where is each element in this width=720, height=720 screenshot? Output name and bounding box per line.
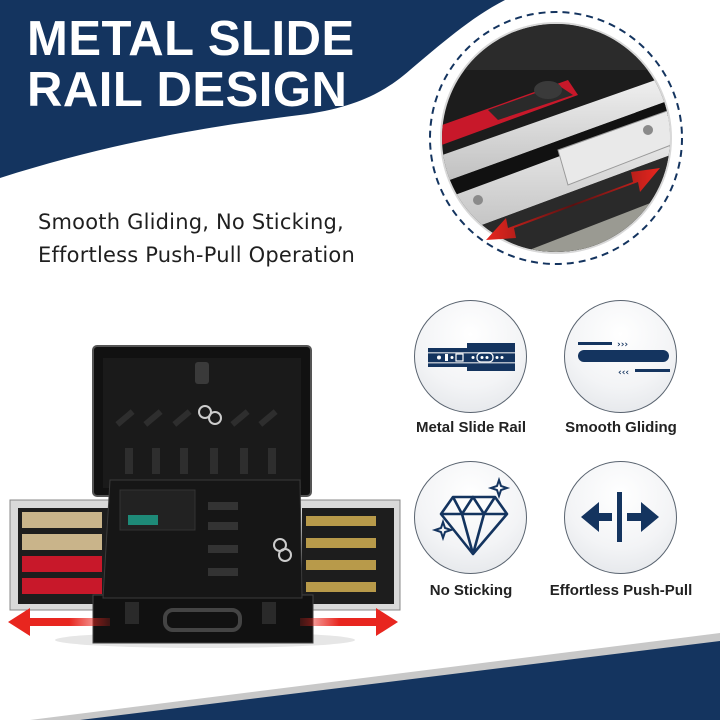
header-wave [0,0,505,178]
subtitle: Smooth Gliding, No Sticking, Effortless … [38,206,355,272]
svg-text:›››: ››› [617,340,628,350]
page-title-line1: METAL SLIDE [27,12,355,66]
svg-text:‹‹‹: ‹‹‹ [618,368,629,378]
double-arrow-icon [8,608,398,636]
inset-dashed-ring [429,11,683,265]
gliding-lines-icon: ››› ‹‹‹ [578,340,670,378]
double-arrow-icon [486,168,660,240]
feature-label: No Sticking [429,582,513,599]
feature-effortless-push-pull [564,461,677,574]
feature-label: Effortless Push-Pull [549,582,693,599]
tool-case-image [8,345,401,648]
push-pull-icon [581,492,659,542]
feature-no-sticking [414,461,527,574]
feature-metal-slide-rail [414,300,527,413]
footer-navy-band [80,641,720,720]
page-title-line2: RAIL DESIGN [27,63,348,117]
subtitle-line1: Smooth Gliding, No Sticking, [38,210,344,234]
slide-rail-icon [428,343,515,371]
feature-label: Metal Slide Rail [415,419,527,436]
diamond-sparkle-icon [431,476,511,556]
rail-closeup-inset [429,11,683,265]
feature-label: Smooth Gliding [565,419,677,436]
feature-smooth-gliding: ››› ‹‹‹ [564,300,677,413]
subtitle-line2: Effortless Push-Pull Operation [38,243,355,267]
